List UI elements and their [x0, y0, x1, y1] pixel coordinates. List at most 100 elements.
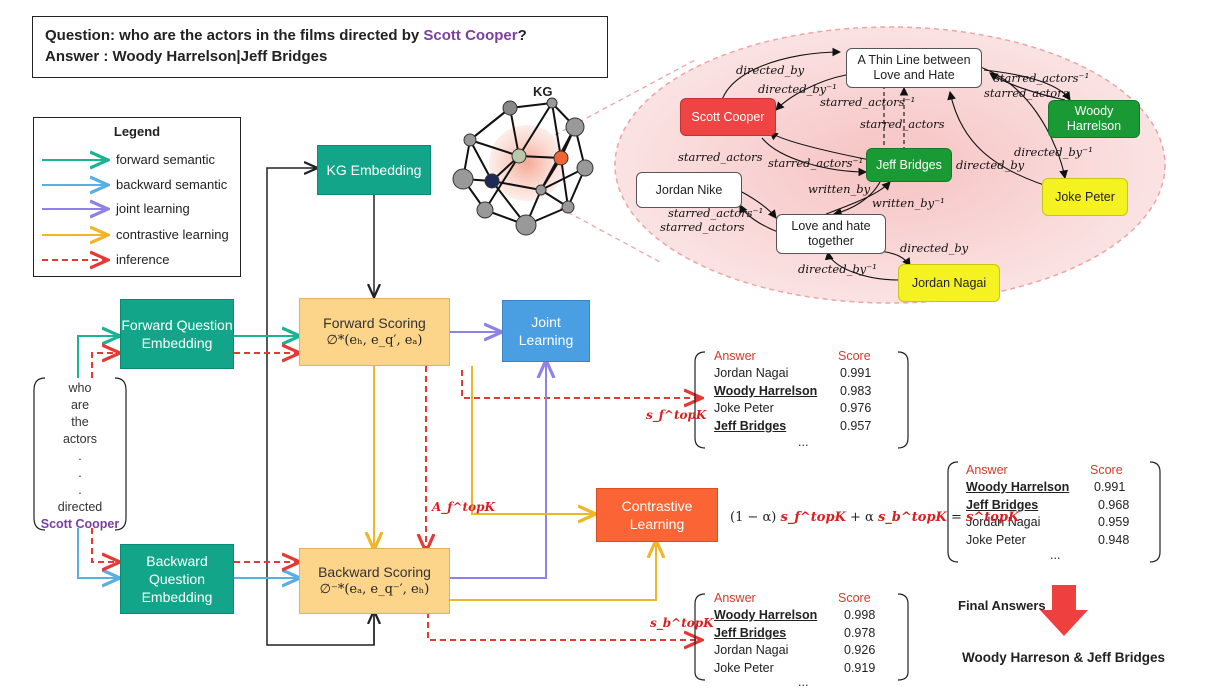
- table-cell-name: Woody Harrelson: [966, 480, 1070, 494]
- forward-scoring-box: Forward Scoring ∅*(eₕ, e_q′, eₐ): [299, 298, 450, 366]
- legend-item-contrastive: contrastive learning: [116, 227, 229, 242]
- final-answers-arrow-icon: [1040, 585, 1088, 636]
- joint-learning-box: Joint Learning: [502, 300, 590, 362]
- table-ellipsis: ...: [1050, 548, 1061, 562]
- edge-label: starred_actors: [984, 86, 1069, 100]
- table-cell-name: Joke Peter: [966, 533, 1026, 547]
- table-cell-name: Jordan Nagai: [714, 643, 789, 657]
- question-word: who: [68, 381, 92, 395]
- table-cell-score: 0.926: [844, 643, 876, 657]
- table-header-answer: Answer: [714, 591, 756, 605]
- table-cell-name: Woody Harrelson: [714, 384, 818, 398]
- table-header-score: Score: [838, 349, 871, 363]
- table-cell-name: Woody Harrelson: [714, 608, 818, 622]
- legend: Legend forward semantic backward semanti…: [33, 117, 241, 277]
- table-cell-name: Jeff Bridges: [714, 626, 787, 640]
- backward-question-embedding-box: Backward Question Embedding: [120, 544, 234, 614]
- edge-label: starred_actors: [860, 117, 945, 131]
- legend-item-forward: forward semantic: [116, 152, 215, 167]
- edge-label: directed_by: [736, 63, 805, 77]
- table-cell-name: Jordan Nagai: [966, 515, 1041, 529]
- edge-label: starred_actors⁻¹: [820, 95, 916, 109]
- forward-question-embedding-box: Forward Question Embedding: [120, 299, 234, 369]
- table-cell-score: 0.991: [1094, 480, 1126, 494]
- table-cell-name: Joke Peter: [714, 661, 774, 675]
- legend-item-inference: inference: [116, 252, 170, 267]
- table-cell-score: 0.957: [840, 419, 872, 433]
- kg-embedding-box: KG Embedding: [317, 145, 431, 195]
- question-word: .: [78, 466, 82, 480]
- table-cell-name: Jeff Bridges: [966, 498, 1039, 512]
- combination-formula: (1 − α) s_f^topK + α s_b^topK = s^topK: [730, 510, 1019, 525]
- forward-scoring-label: Forward Scoring: [323, 315, 426, 331]
- backward-scoring-label: Backward Scoring: [318, 564, 431, 580]
- kg-label: KG: [533, 84, 553, 99]
- formula-one-minus-alpha: (1 − α): [730, 510, 777, 525]
- table-cell-score: 0.991: [840, 366, 872, 380]
- edge-label: directed_by: [900, 241, 969, 255]
- node-love-hate: Love and hate together: [776, 214, 886, 254]
- node-joke-peter: Joke Peter: [1042, 178, 1128, 216]
- node-jordan-nike: Jordan Nike: [636, 172, 742, 208]
- edge-label: starred_actors⁻¹: [768, 156, 864, 170]
- backward-scoring-box: Backward Scoring ∅⁻*(eₐ, e_q⁻′, eₕ): [299, 548, 450, 614]
- question-words: who are the actors . . . directed Scott …: [40, 380, 120, 533]
- question-text: Question: who are the actors in the film…: [45, 27, 424, 44]
- table-cell-score: 0.919: [844, 661, 876, 675]
- node-woody-harrelson: Woody Harrelson: [1048, 100, 1140, 138]
- table-cell-score: 0.978: [844, 626, 876, 640]
- edge-label: directed_by⁻¹: [798, 262, 877, 276]
- edge-label: starred_actors⁻¹: [668, 206, 764, 220]
- table-cell-name: Joke Peter: [714, 401, 774, 415]
- table-cell-name: Jordan Nagai: [714, 366, 789, 380]
- question-word: actors: [62, 432, 98, 446]
- question-entity: Scott Cooper: [423, 27, 518, 44]
- table-cell-score: 0.959: [1098, 515, 1130, 529]
- formula-sb: s_b^topK: [877, 510, 947, 525]
- question-word: .: [78, 449, 82, 463]
- formula-equals: =: [950, 510, 962, 525]
- edge-label: starred_actors⁻¹: [994, 71, 1090, 85]
- table-cell-score: 0.998: [844, 608, 876, 622]
- table-header-score: Score: [1090, 463, 1123, 477]
- legend-arrows: [42, 118, 242, 278]
- edge-label: directed_by⁻¹: [758, 82, 837, 96]
- final-answer-text: Woody Harreson & Jeff Bridges: [962, 650, 1166, 665]
- contrastive-learning-box: Contrastive Learning: [596, 488, 718, 542]
- table-header-score: Score: [838, 591, 871, 605]
- table-cell-score: 0.968: [1098, 498, 1130, 512]
- final-answers-label: Final Answers: [958, 598, 1046, 613]
- edge-label: directed_by⁻¹: [1014, 145, 1093, 159]
- formula-sf: s_f^topK: [780, 510, 846, 525]
- kg-network-nodes: [452, 97, 594, 236]
- table-cell-score: 0.983: [840, 384, 872, 398]
- question-word: are: [70, 398, 90, 412]
- table-header-answer: Answer: [714, 349, 756, 363]
- formula-s: s^topK: [966, 510, 1020, 525]
- table-header-answer: Answer: [966, 463, 1008, 477]
- sf-label: s_f^topK: [646, 408, 707, 422]
- sb-label: s_b^topK: [650, 616, 714, 630]
- formula-plus-alpha: + α: [850, 510, 874, 525]
- node-jordan-nagai: Jordan Nagai: [898, 264, 1000, 302]
- zoom-link-bottom: [559, 207, 661, 263]
- node-jeff-bridges: Jeff Bridges: [866, 148, 952, 182]
- question-suffix: ?: [517, 27, 527, 44]
- question-word: .: [78, 483, 82, 497]
- node-scott-cooper: Scott Cooper: [680, 98, 776, 136]
- backward-scoring-formula: ∅⁻*(eₐ, e_q⁻′, eₕ): [319, 582, 430, 597]
- table-cell-score: 0.948: [1098, 533, 1130, 547]
- edge-label: written_by: [808, 182, 871, 196]
- answer-line: Answer : Woody Harrelson|Jeff Bridges: [45, 48, 328, 65]
- table-ellipsis: ...: [798, 675, 809, 689]
- node-thin-line: A Thin Line between Love and Hate: [846, 48, 982, 88]
- edge-label: directed_by: [956, 158, 1025, 172]
- question-entity-word: Scott Cooper: [40, 517, 120, 531]
- table-ellipsis: ...: [798, 435, 809, 449]
- edge-label: starred_actors: [678, 150, 763, 164]
- legend-item-joint: joint learning: [116, 201, 190, 216]
- edge-label: written_by⁻¹: [872, 196, 945, 210]
- table-cell-name: Jeff Bridges: [714, 419, 787, 433]
- edge-label: starred_actors: [660, 220, 745, 234]
- question-box: Question: who are the actors in the film…: [32, 16, 608, 78]
